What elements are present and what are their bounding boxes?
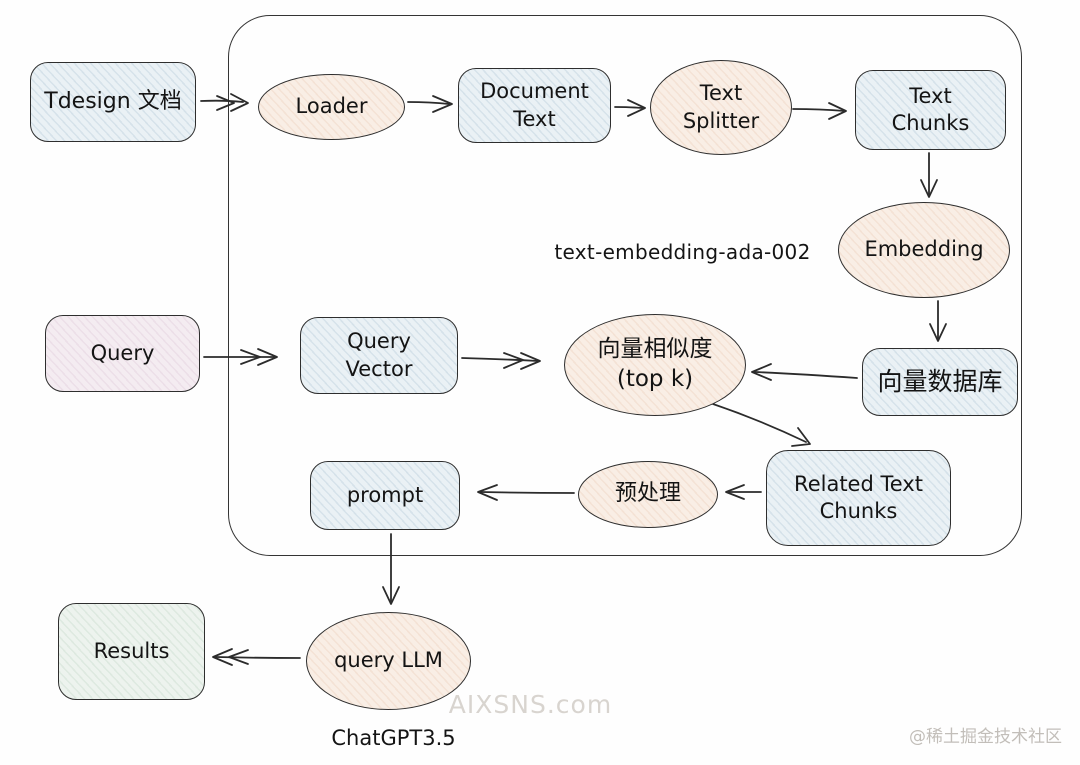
node-text-splitter-label: Text Splitter (682, 81, 760, 133)
node-query-vector: Query Vector (300, 317, 458, 394)
node-text-splitter: Text Splitter (650, 60, 792, 155)
arrow-queryllm-to-results (212, 648, 301, 666)
node-document-text: Document Text (458, 68, 611, 143)
node-results: Results (58, 603, 205, 700)
embedding-model-annotation: text-embedding-ada-002 (554, 240, 811, 264)
node-embedding: Embedding (838, 202, 1010, 298)
node-vector-db-label: 向量数据库 (877, 366, 1003, 396)
credit-text: @稀土掘金技术社区 (909, 727, 1062, 747)
node-text-chunks-label: Text Chunks (891, 83, 970, 135)
node-prompt-label: prompt (346, 482, 424, 507)
node-preprocess: 预处理 (578, 461, 718, 528)
node-loader-label: Loader (295, 94, 368, 119)
node-similarity-topk: 向量相似度(top k) (564, 314, 746, 416)
node-tdesign-doc: Tdesign 文档 (30, 62, 196, 142)
node-query-vector-label: Query Vector (345, 329, 413, 381)
node-tdesign-doc-label: Tdesign 文档 (44, 88, 182, 114)
node-query-llm-label: query LLM (334, 648, 443, 673)
node-results-label: Results (93, 638, 170, 663)
node-preprocess-label: 预处理 (614, 481, 681, 507)
node-document-text-label: Document Text (480, 79, 589, 131)
node-prompt: prompt (310, 461, 460, 530)
llm-model-annotation: ChatGPT3.5 (331, 726, 456, 750)
pipeline-container-box (228, 15, 1022, 556)
node-loader: Loader (258, 74, 405, 140)
node-query-label: Query (90, 340, 155, 365)
node-related-text-chunks: Related Text Chunks (766, 450, 951, 546)
node-vector-db: 向量数据库 (862, 348, 1018, 416)
node-query: Query (45, 315, 200, 392)
node-similarity-topk-label: 向量相似度(top k) (597, 336, 713, 392)
node-related-text-chunks-label: Related Text Chunks (794, 471, 923, 523)
node-text-chunks: Text Chunks (855, 70, 1006, 150)
watermark-text: AIXSNS.com (448, 690, 613, 719)
node-query-llm: query LLM (306, 612, 471, 710)
node-embedding-label: Embedding (864, 237, 984, 262)
